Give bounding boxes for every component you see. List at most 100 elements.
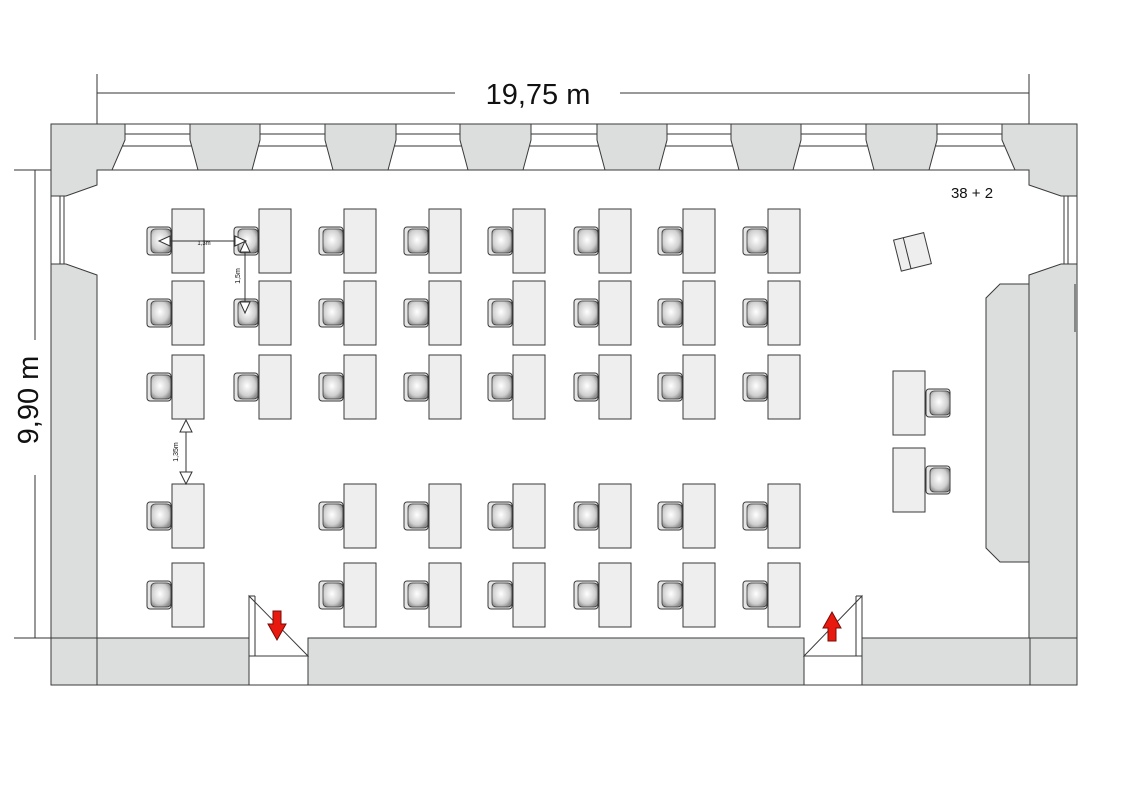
desk-unit [318, 208, 377, 274]
chair [146, 372, 172, 402]
chair [573, 372, 599, 402]
chair [742, 226, 768, 256]
chair [657, 372, 683, 402]
desk-unit [487, 562, 546, 628]
chair [403, 580, 429, 610]
desk-unit [146, 354, 205, 420]
student-desk [598, 483, 632, 549]
student-desk [258, 280, 292, 346]
door-right [802, 594, 863, 657]
north-wall [50, 123, 1078, 197]
desk-unit [233, 354, 292, 420]
chair [146, 580, 172, 610]
student-desk [512, 354, 546, 420]
chair [146, 501, 172, 531]
south-wall [50, 637, 1078, 686]
student-desk [343, 483, 377, 549]
student-desk [512, 562, 546, 628]
desk-unit [573, 208, 632, 274]
width-dimension: 19,75 m [96, 74, 1030, 124]
desk-unit [657, 208, 716, 274]
desk-unit [573, 354, 632, 420]
arrow-down-icon [267, 610, 287, 642]
chair [573, 226, 599, 256]
student-desk [598, 562, 632, 628]
east-wall [1028, 195, 1078, 639]
desk-unit [657, 483, 716, 549]
desk-unit [146, 280, 205, 346]
chair [403, 372, 429, 402]
student-desk [598, 208, 632, 274]
student-desk [682, 483, 716, 549]
desk-unit [573, 280, 632, 346]
chair [487, 372, 513, 402]
student-desk [343, 562, 377, 628]
spacing-aisle-label: 1,35m [173, 442, 180, 462]
student-desk [512, 208, 546, 274]
student-desk [598, 354, 632, 420]
chair [573, 501, 599, 531]
projector [892, 231, 933, 272]
chair [925, 388, 951, 418]
desk-unit [318, 483, 377, 549]
desk-unit [657, 562, 716, 628]
chair [657, 298, 683, 328]
desk-unit [657, 354, 716, 420]
student-desk [428, 280, 462, 346]
student-desk [428, 208, 462, 274]
chair [318, 501, 344, 531]
arrow-up-icon [822, 610, 842, 642]
desk-unit [403, 280, 462, 346]
student-desk [767, 354, 801, 420]
desk-unit [403, 562, 462, 628]
spacing-vertical-label: 1,5m [235, 268, 242, 284]
height-label: 9,90 m [13, 356, 45, 445]
student-desk [343, 280, 377, 346]
desk-unit [403, 208, 462, 274]
student-desk [682, 354, 716, 420]
student-desk [682, 280, 716, 346]
student-desk [171, 562, 205, 628]
desk-unit [318, 354, 377, 420]
chair [657, 580, 683, 610]
teacher-desk [892, 370, 926, 436]
desk-unit [742, 280, 801, 346]
student-desk [767, 562, 801, 628]
chair [487, 501, 513, 531]
desk-unit [573, 483, 632, 549]
desk-unit [487, 483, 546, 549]
chair [657, 226, 683, 256]
chair [742, 580, 768, 610]
chair [573, 298, 599, 328]
chair [318, 226, 344, 256]
student-desk [171, 354, 205, 420]
door-left [248, 594, 310, 657]
chair [318, 298, 344, 328]
desk-unit [742, 208, 801, 274]
desk-unit [487, 354, 546, 420]
desk-unit [318, 280, 377, 346]
chair [487, 580, 513, 610]
desk-unit [892, 447, 951, 513]
student-desk [171, 280, 205, 346]
desk-unit [657, 280, 716, 346]
teacher-seating [892, 370, 951, 513]
student-desk [428, 483, 462, 549]
student-desk [512, 483, 546, 549]
chair [573, 580, 599, 610]
student-desk [171, 483, 205, 549]
desk-unit [487, 208, 546, 274]
student-desk [343, 208, 377, 274]
chair [742, 372, 768, 402]
desk-unit [892, 370, 951, 436]
desk-unit [403, 354, 462, 420]
student-desk [258, 208, 292, 274]
chair [657, 501, 683, 531]
desk-unit [742, 483, 801, 549]
spacing-markers: 1,3m 1,5m 1,35m [157, 235, 251, 486]
desk-unit [146, 483, 205, 549]
desk-unit [403, 483, 462, 549]
desk-unit [146, 562, 205, 628]
student-desk [767, 208, 801, 274]
student-seating [146, 208, 801, 628]
